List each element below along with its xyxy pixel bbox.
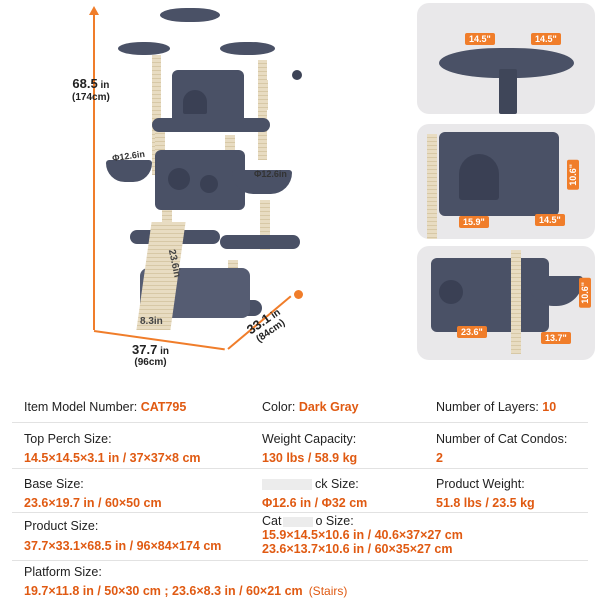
obscured-text (283, 516, 314, 527)
detail-panel-condo-lower: 23.6" 13.7" 10.6" (417, 246, 595, 360)
height-arrow-icon (89, 6, 99, 15)
detail-panel-perch: 14.5" 14.5" (417, 3, 595, 114)
divider (12, 512, 588, 513)
spec-color: Color: Dark Gray (262, 400, 359, 414)
spec-condos: Number of Cat Condos: 2 (436, 432, 568, 465)
hammock-right-label: Φ12.6in (254, 169, 287, 179)
left-hammock (106, 160, 152, 182)
spec-weight: Product Weight: 51.8 lbs / 23.5 kg (436, 477, 535, 510)
height-label: 68.5 in (174cm) (72, 76, 110, 103)
perch-right-label: 14.5" (531, 33, 561, 45)
condo1-width-label: 15.9" (459, 216, 489, 228)
divider (12, 422, 588, 423)
product-illustration: 68.5 in (174cm) 37.7 in (96cm) 33.1 in (… (72, 0, 595, 385)
spec-model: Item Model Number: CAT795 (24, 400, 187, 414)
width-endpoint-icon (294, 290, 303, 299)
right-hammock (232, 170, 292, 194)
divider (12, 468, 588, 469)
condo1-height-label: 10.6" (567, 160, 579, 190)
spec-top-perch: Top Perch Size: 14.5×14.5×3.1 in / 37×37… (24, 432, 201, 465)
spec-base: Base Size: 23.6×19.7 in / 60×50 cm (24, 477, 162, 510)
height-line (93, 14, 95, 330)
spec-hammock: ck Size: Φ12.6 in / Φ32 cm (262, 477, 368, 510)
condo1-depth-label: 14.5" (535, 214, 565, 226)
obscured-text (262, 479, 312, 491)
spec-product-size: Product Size: 37.7×33.1×68.5 in / 96×84×… (24, 519, 222, 553)
spec-capacity: Weight Capacity: 130 lbs / 58.9 kg (262, 432, 358, 465)
condo2-height-label: 10.6" (579, 278, 591, 308)
condo2-depth-label: 13.7" (541, 332, 571, 344)
divider (12, 560, 588, 561)
cat-tree (100, 0, 410, 385)
depth-label: 37.7 in (96cm) (132, 342, 169, 368)
spec-platform: Platform Size: 19.7×11.8 in / 50×30 cm ;… (24, 565, 348, 598)
top-perch (160, 8, 220, 22)
condo2-width-label: 23.6" (457, 326, 487, 338)
perch-left-label: 14.5" (465, 33, 495, 45)
detail-panel-condo-upper: 15.9" 14.5" 10.6" (417, 124, 595, 239)
ramp-width-label: 8.3in (140, 316, 163, 327)
spec-layers: Number of Layers: 10 (436, 400, 557, 414)
